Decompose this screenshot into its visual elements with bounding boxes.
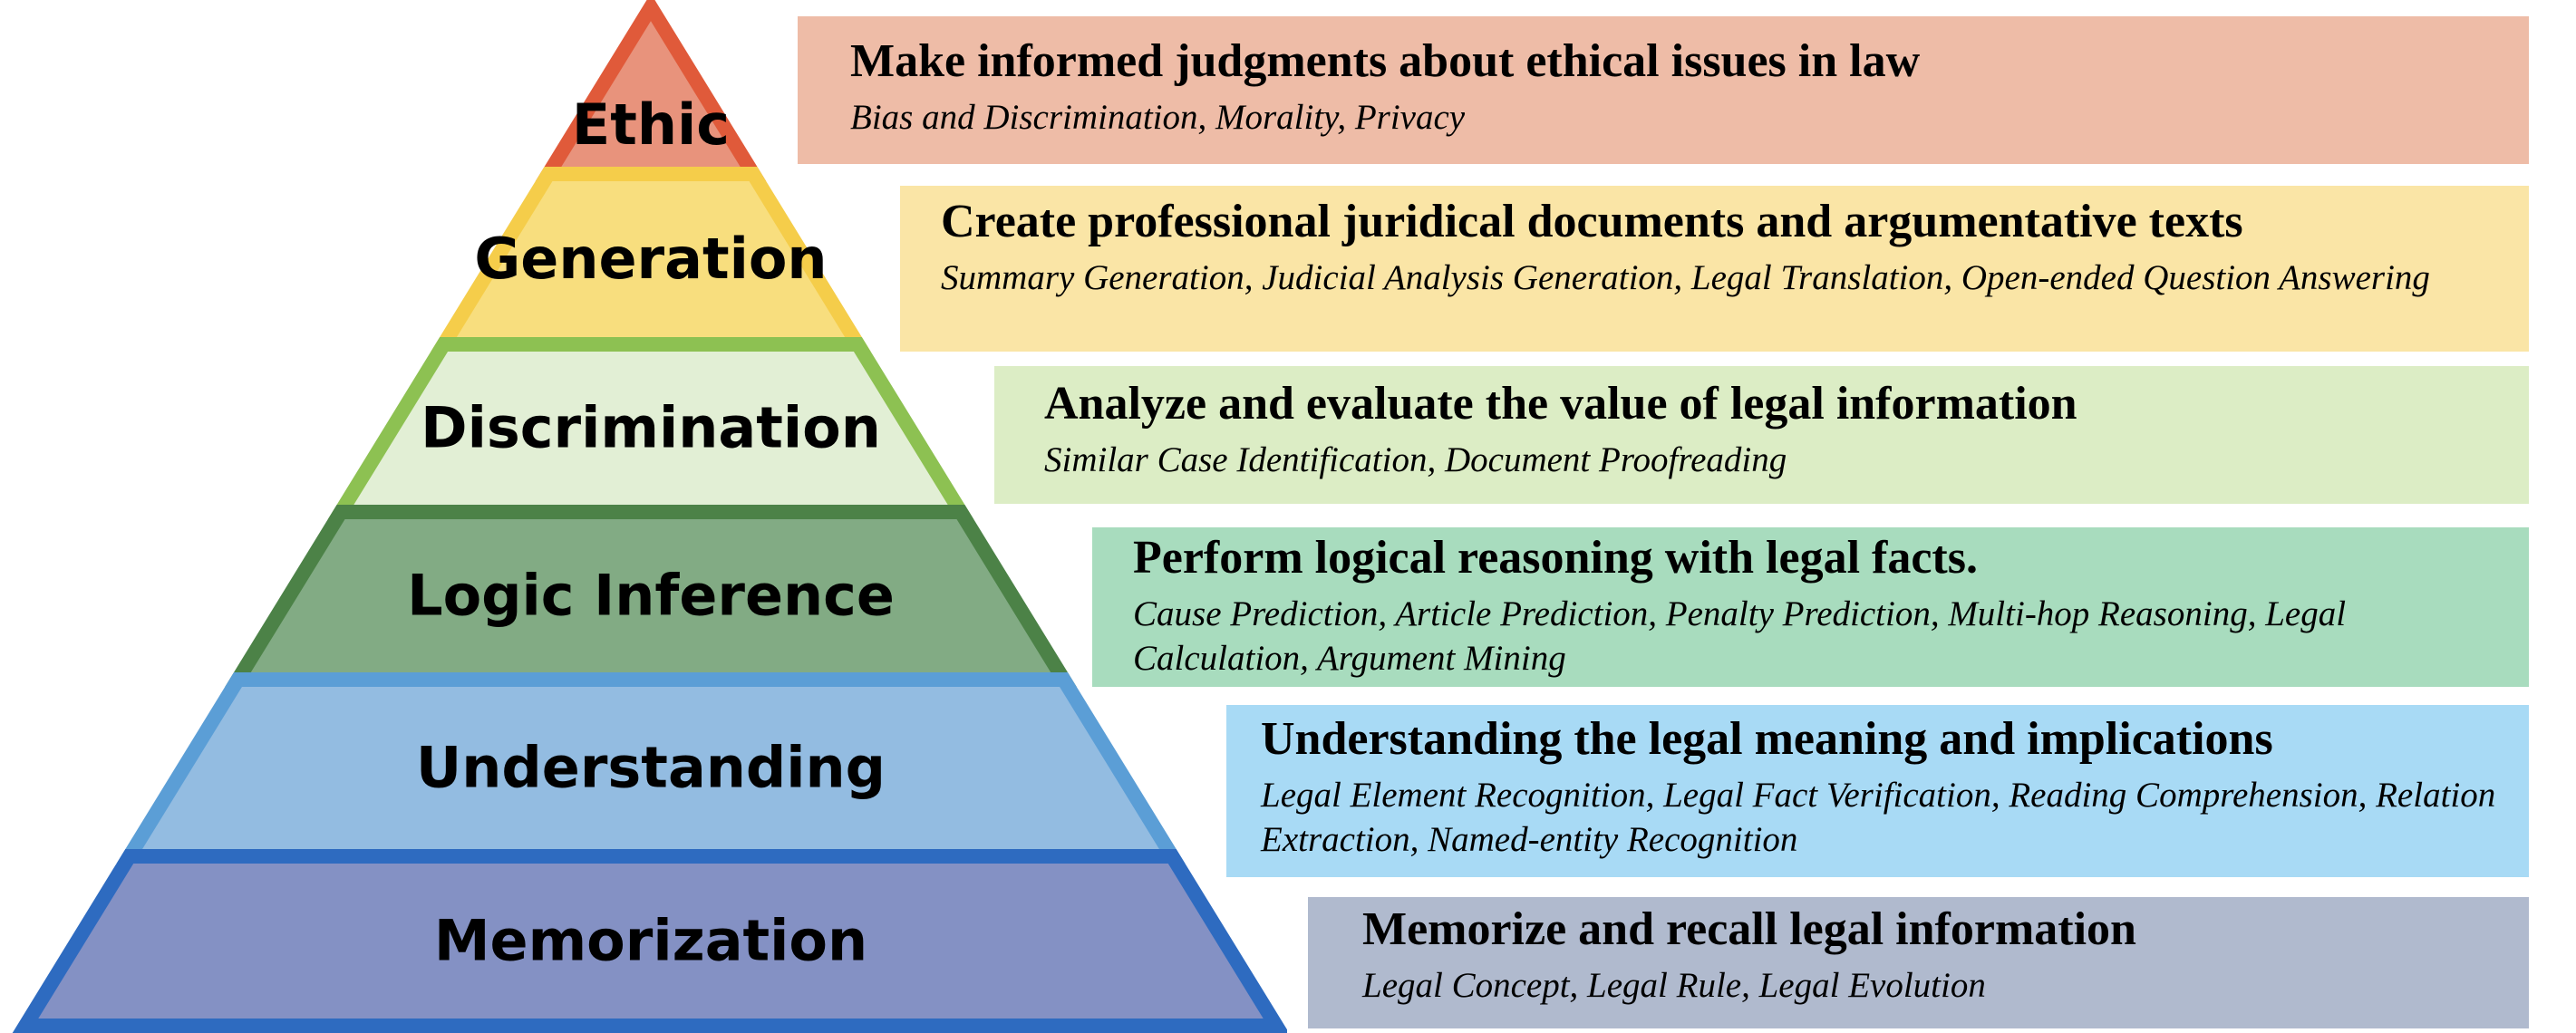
- level-title: Perform logical reasoning with legal fac…: [1133, 532, 1978, 584]
- pyramid-level-label: Logic Inference: [407, 563, 895, 629]
- pyramid-level-label: Discrimination: [421, 395, 881, 461]
- level-description: Bias and Discrimination, Morality, Priva…: [850, 97, 1466, 137]
- level-description-box: Make informed judgments about ethical is…: [798, 16, 2529, 164]
- level-title: Make informed judgments about ethical is…: [850, 35, 1921, 87]
- level-description: Summary Generation, Judicial Analysis Ge…: [941, 257, 2430, 297]
- level-description-box: Analyze and evaluate the value of legal …: [994, 366, 2529, 504]
- level-description-box: Understanding the legal meaning and impl…: [1226, 705, 2529, 877]
- level-description: Legal Element Recognition, Legal Fact Ve…: [1261, 775, 2496, 859]
- level-description: Legal Concept, Legal Rule, Legal Evoluti…: [1362, 965, 1986, 1005]
- pyramid-level-memorization: [12, 849, 1287, 1033]
- level-title: Analyze and evaluate the value of legal …: [1044, 378, 2077, 430]
- pyramid-level-label: Generation: [474, 226, 827, 292]
- level-description: Similar Case Identification, Document Pr…: [1044, 439, 1787, 479]
- level-description: Cause Prediction, Article Prediction, Pe…: [1133, 594, 2347, 678]
- level-title: Create professional juridical documents …: [941, 196, 2243, 247]
- level-title: Memorize and recall legal information: [1362, 903, 2136, 955]
- pyramid-level-label: Memorization: [434, 908, 867, 974]
- level-title: Understanding the legal meaning and impl…: [1261, 713, 2273, 765]
- level-description-box: Perform logical reasoning with legal fac…: [1092, 527, 2529, 687]
- level-description-box: Create professional juridical documents …: [900, 186, 2529, 352]
- pyramid-level-label: Ethic: [572, 92, 730, 158]
- pyramid-level-label: Understanding: [416, 735, 886, 801]
